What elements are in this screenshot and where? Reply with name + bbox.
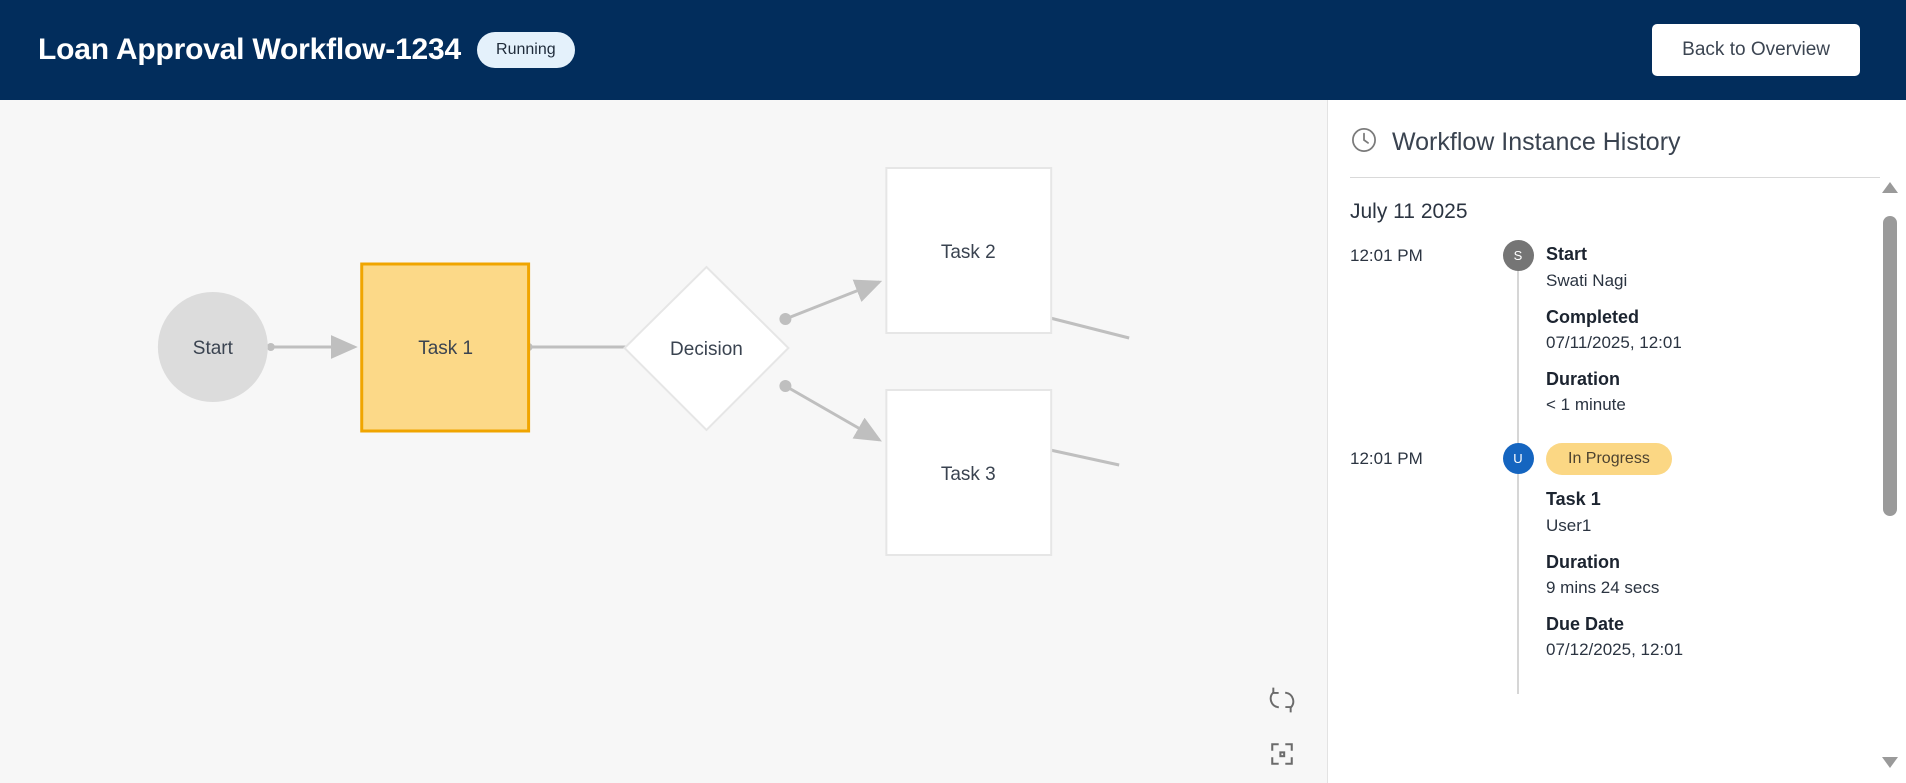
node-decision-label: Decision	[670, 339, 743, 360]
edge-decision-to-task3	[779, 380, 882, 442]
timeline-field-value: 07/11/2025, 12:01	[1546, 333, 1682, 352]
scrollbar-track[interactable]	[1878, 200, 1902, 753]
timeline-connector	[1517, 270, 1519, 449]
timeline-entry-content: In Progress Task 1 User1 Duration 9 mins…	[1546, 439, 1906, 678]
timeline-field-label: Duration	[1546, 369, 1620, 389]
edge-task1-to-decision	[524, 343, 637, 351]
scroll-up-arrow-icon[interactable]	[1882, 178, 1898, 200]
timeline-field-value: 9 mins 24 secs	[1546, 578, 1660, 597]
panel-scroll-region[interactable]: July 11 2025 12:01 PM S Start Swati Nagi…	[1328, 178, 1906, 783]
workflow-history-panel: Workflow Instance History July 11 2025 1…	[1328, 100, 1906, 783]
timeline-entry[interactable]: 12:01 PM U In Progress Task 1 User1 Dura…	[1350, 439, 1906, 694]
back-to-overview-button[interactable]: Back to Overview	[1652, 24, 1860, 76]
node-start[interactable]: Start	[157, 292, 268, 402]
node-task1-label: Task 1	[418, 338, 473, 359]
timeline-list: 12:01 PM S Start Swati Nagi Completed 07…	[1350, 236, 1906, 694]
edge-start-to-task1	[266, 335, 358, 359]
scrollbar-thumb[interactable]	[1883, 216, 1897, 516]
timeline-entry-time: 12:01 PM	[1350, 449, 1423, 468]
timeline-field-label: Completed	[1546, 307, 1640, 327]
timeline-field-value: < 1 minute	[1546, 395, 1626, 414]
node-decision[interactable]: Decision	[623, 265, 790, 432]
node-task2-label: Task 2	[941, 242, 996, 263]
app-header: Loan Approval Workflow-1234 Running Back…	[0, 0, 1906, 100]
timeline-date-group: July 11 2025	[1350, 200, 1468, 223]
avatar: U	[1502, 443, 1534, 474]
timeline-entry-time: 12:01 PM	[1350, 246, 1423, 265]
timeline-field-label: Duration	[1546, 552, 1620, 572]
timeline-field-label: Due Date	[1546, 614, 1625, 634]
status-badge-in-progress: In Progress	[1546, 443, 1672, 475]
edge-task3-to-next	[1049, 448, 1120, 467]
avatar: S	[1502, 240, 1534, 271]
edge-task2-to-next	[1049, 316, 1130, 340]
panel-header: Workflow Instance History	[1328, 100, 1906, 178]
timeline-axis: U	[1490, 439, 1546, 694]
header-right-group: Back to Overview	[1652, 24, 1860, 76]
fit-to-screen-icon[interactable]	[1267, 739, 1297, 769]
timeline-entry-heading: Start	[1546, 244, 1588, 264]
status-badge: Running	[477, 32, 575, 68]
header-left-group: Loan Approval Workflow-1234 Running	[38, 32, 575, 68]
timeline-axis: S	[1490, 236, 1546, 449]
panel-scrollbar[interactable]	[1878, 178, 1902, 783]
workflow-diagram-svg: Start Task 1 Decision Task 2	[157, 167, 1130, 556]
timeline-entry-subtitle: Swati Nagi	[1546, 271, 1628, 290]
workflow-diagram-canvas[interactable]: Start Task 1 Decision Task 2	[0, 100, 1328, 783]
timeline-entry[interactable]: 12:01 PM S Start Swati Nagi Completed 07…	[1350, 236, 1906, 449]
canvas-controls	[1267, 685, 1297, 769]
timeline-entry-heading: Task 1	[1546, 489, 1601, 509]
panel-title: Workflow Instance History	[1392, 128, 1681, 156]
node-task3[interactable]: Task 3	[885, 389, 1053, 556]
timeline-field-value: 07/12/2025, 12:01	[1546, 640, 1684, 659]
refresh-icon[interactable]	[1267, 685, 1297, 715]
page-title: Loan Approval Workflow-1234	[38, 33, 462, 66]
page-body: Start Task 1 Decision Task 2	[0, 100, 1906, 783]
timeline-entry-content: Start Swati Nagi Completed 07/11/2025, 1…	[1546, 236, 1906, 433]
timeline-entry-subtitle: User1	[1546, 516, 1592, 535]
timeline-connector	[1517, 473, 1519, 694]
node-start-label: Start	[193, 338, 234, 359]
node-task2[interactable]: Task 2	[885, 167, 1053, 334]
edge-decision-to-task2	[779, 279, 883, 325]
node-task3-label: Task 3	[941, 464, 996, 485]
node-task1[interactable]: Task 1	[360, 262, 531, 433]
clock-icon	[1350, 126, 1378, 159]
scroll-down-arrow-icon[interactable]	[1882, 753, 1898, 775]
